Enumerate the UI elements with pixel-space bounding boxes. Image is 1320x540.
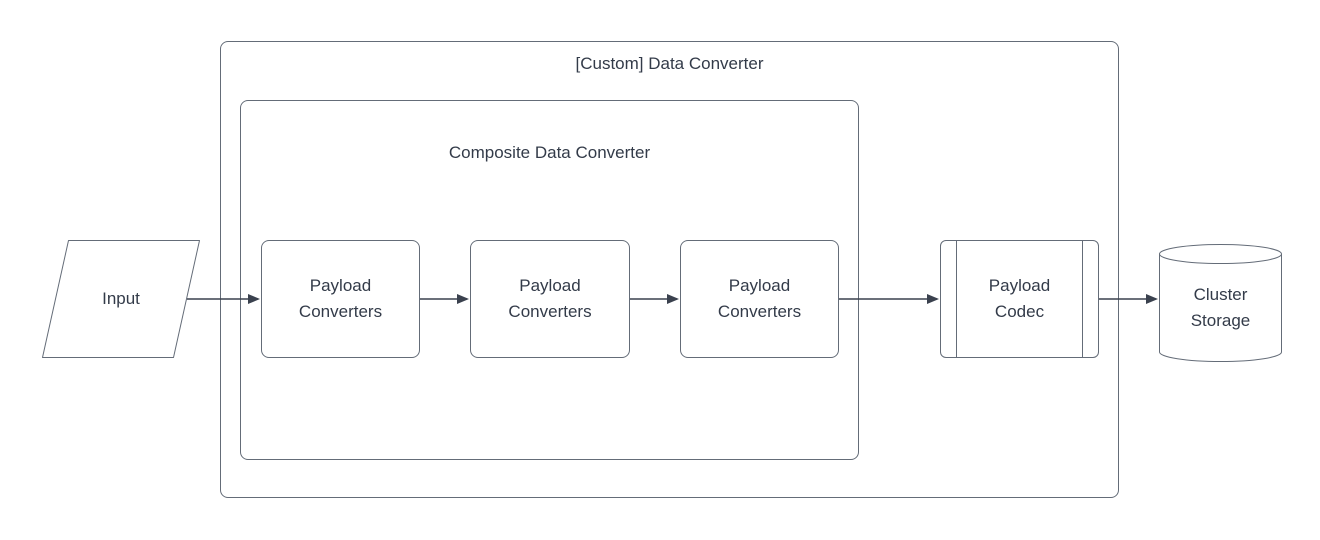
codec-left-bar — [956, 241, 957, 357]
payload-converters-box-1: Payload Converters — [261, 240, 420, 358]
payload-converters-label-2: Payload Converters — [508, 276, 592, 321]
payload-codec-box: Payload Codec — [940, 240, 1099, 358]
input-parallelogram-shape — [42, 240, 200, 358]
payload-converters-label-1: Payload Converters — [298, 276, 383, 321]
payload-codec-label: Payload Codec — [988, 276, 1051, 321]
composite-data-converter-container: Composite Data Converter — [240, 100, 859, 460]
custom-data-converter-title: [Custom] Data Converter — [575, 54, 764, 73]
payload-converters-box-2: Payload Converters — [470, 240, 630, 358]
cluster-storage-cylinder-shape — [1159, 244, 1282, 362]
composite-data-converter-title: Composite Data Converter — [448, 143, 651, 162]
custom-data-converter-container: [Custom] Data Converter — [220, 41, 1119, 498]
codec-right-bar — [1082, 241, 1083, 357]
payload-converters-box-3: Payload Converters — [680, 240, 839, 358]
payload-converters-label-3: Payload Converters — [717, 276, 802, 321]
